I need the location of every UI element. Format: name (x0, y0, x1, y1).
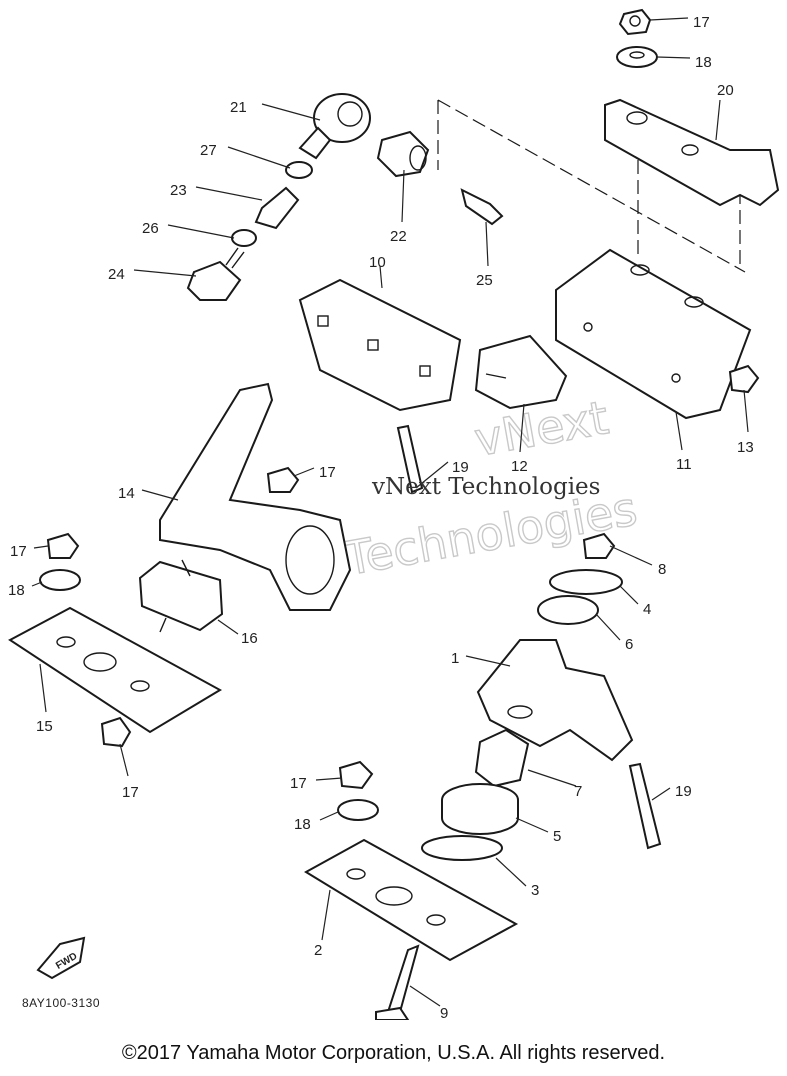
part-plate-15 (8, 606, 223, 734)
callout-21: 21 (230, 99, 247, 116)
part-nut-8 (582, 532, 616, 559)
leader-lines (31, 17, 749, 1007)
callout-18a: 18 (695, 54, 712, 71)
callout-4: 4 (643, 601, 651, 618)
callout-23: 23 (170, 182, 187, 199)
diagram-code: 8AY100-3130 (22, 996, 101, 1010)
callout-17c: 17 (10, 543, 27, 560)
parts-diagram: vNext Technologies (8, 8, 780, 1020)
part-bolt-19-upper (396, 424, 424, 494)
callout-3: 3 (531, 882, 539, 899)
watermark-text: vNext Technologies (372, 474, 601, 500)
callout-17b: 17 (319, 464, 336, 481)
part-plate-2 (304, 838, 519, 962)
callout-16: 16 (241, 630, 258, 647)
part-cushion-5 (441, 783, 519, 835)
callout-9: 9 (440, 1005, 448, 1020)
part-collar-23 (254, 186, 300, 230)
part-bushing-22 (376, 130, 430, 178)
part-nut-17-mid (266, 466, 300, 493)
callout-20: 20 (717, 82, 734, 99)
part-bracket-14 (159, 382, 352, 611)
callout-13: 13 (737, 439, 754, 456)
callout-10: 10 (369, 254, 386, 271)
callout-1: 1 (451, 650, 459, 667)
part-mount-12 (474, 334, 568, 410)
part-washer-4 (549, 569, 623, 595)
copyright-notice: ©2017 Yamaha Motor Corporation, U.S.A. A… (121, 1042, 666, 1064)
part-bolt-24 (186, 247, 245, 301)
callout-17e: 17 (290, 775, 307, 792)
callout-17d: 17 (122, 784, 139, 801)
part-rod-end-21 (298, 93, 371, 160)
part-nut-17-lower-left (100, 716, 132, 748)
part-nut-17-left (46, 532, 80, 559)
callout-11: 11 (676, 456, 692, 473)
part-box-cover-11 (555, 248, 752, 420)
part-nut-17-top (618, 8, 652, 36)
part-ring-27 (285, 161, 313, 179)
part-bracket-1 (476, 639, 634, 762)
callout-22: 22 (390, 228, 407, 245)
callout-17a: 17 (693, 14, 710, 31)
part-cover-10 (298, 278, 462, 412)
fwd-arrow-icon: FWD (36, 936, 86, 980)
callout-6: 6 (625, 636, 633, 653)
part-ring-6 (537, 595, 599, 625)
callout-18c: 18 (294, 816, 311, 833)
callout-18b: 18 (8, 582, 25, 599)
part-washer-18-lower (337, 799, 379, 821)
part-bolt-19-lower (628, 762, 662, 850)
part-washer-26 (231, 229, 257, 247)
part-bracket-20 (604, 98, 780, 207)
part-washer-18-left (39, 569, 81, 591)
part-nut-17-lower-mid (338, 760, 374, 790)
part-rubber-mount-16 (138, 559, 224, 633)
part-spacer-7 (474, 728, 530, 788)
callout-14: 14 (118, 485, 135, 502)
callout-12: 12 (511, 458, 528, 475)
callout-19b: 19 (675, 783, 692, 800)
part-bolt-25 (460, 188, 504, 226)
part-bolt-9 (375, 944, 420, 1020)
part-washer-18-top (616, 46, 658, 68)
callout-26: 26 (142, 220, 159, 237)
part-nut-13 (728, 364, 760, 394)
callout-25: 25 (476, 272, 493, 289)
callout-19a: 19 (452, 459, 469, 476)
callout-15: 15 (36, 718, 53, 735)
callout-24: 24 (108, 266, 125, 283)
callout-7: 7 (574, 783, 582, 800)
callout-5: 5 (553, 828, 561, 845)
part-washer-3 (421, 835, 503, 861)
callout-labels: 1718202127232624222510131112191714178184… (8, 14, 754, 1020)
callout-27: 27 (200, 142, 217, 159)
callout-8: 8 (658, 561, 666, 578)
callout-2: 2 (314, 942, 322, 959)
